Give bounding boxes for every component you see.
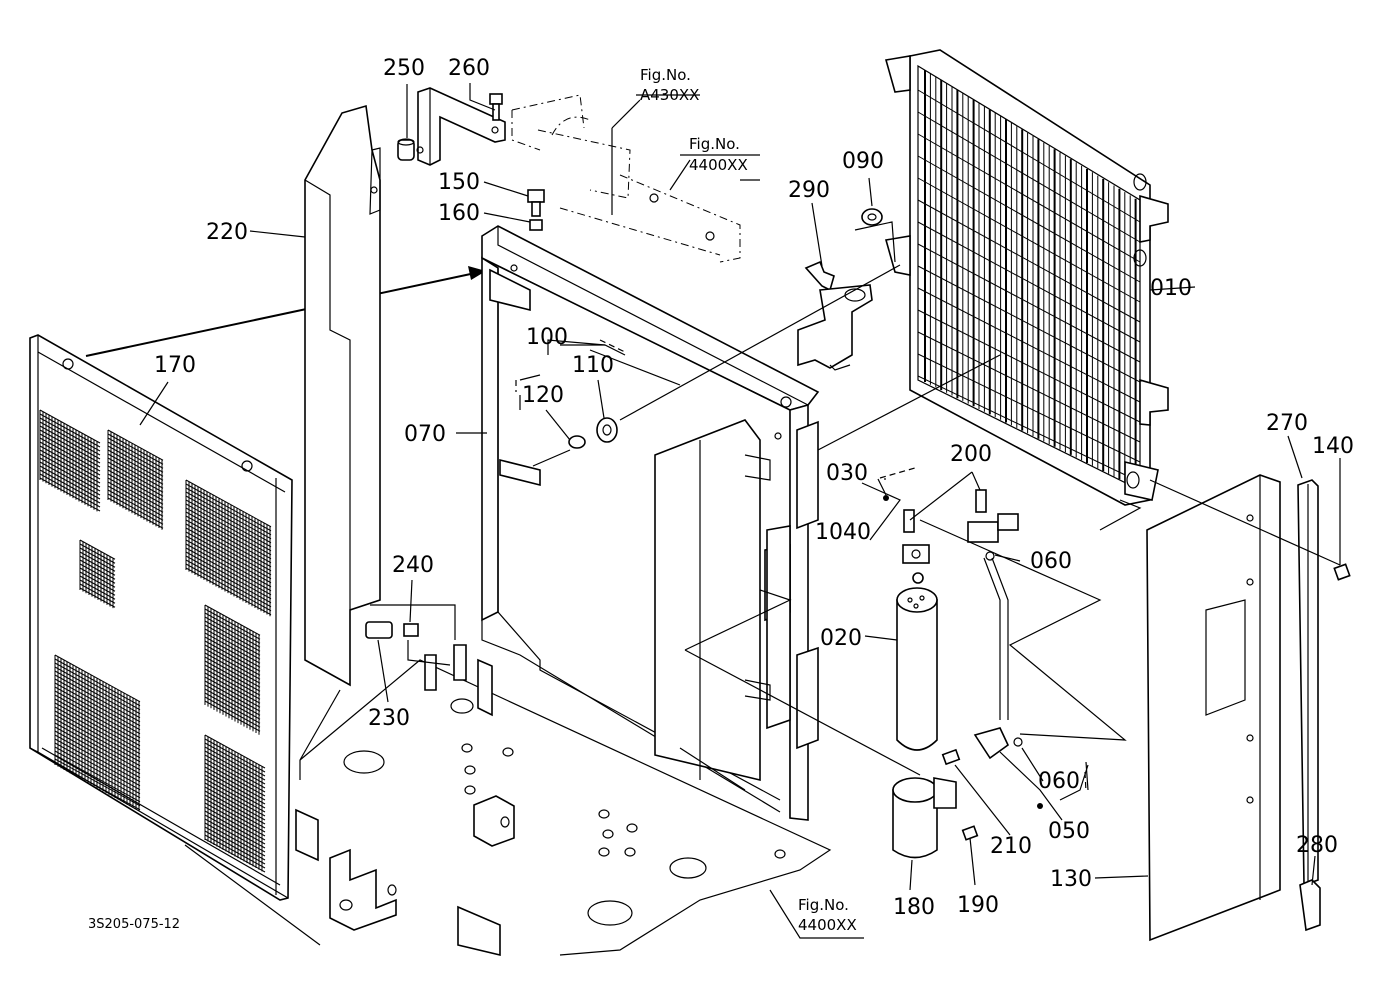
figref-4400xx-top-line1: Fig.No. [689, 135, 740, 153]
label-050: 050 [1048, 819, 1090, 844]
bolt-top [489, 93, 503, 121]
bolt-190 [961, 825, 979, 841]
label-100: 100 [526, 325, 568, 350]
figref-a430xx-line2: A430XX [640, 86, 699, 104]
side-baffle-220 [304, 104, 381, 687]
clamp-180 [892, 777, 957, 859]
bolt-140 [1333, 563, 1351, 581]
label-010: 010 [1150, 276, 1192, 301]
figref-4400xx-top-line2: 4400XX [689, 156, 748, 174]
label-230: 230 [368, 706, 410, 731]
label-110: 110 [572, 353, 614, 378]
frame-070 [481, 225, 820, 821]
mount-bracket [797, 284, 873, 369]
mounting-arrow [85, 271, 481, 357]
seal-270 [1297, 479, 1319, 887]
figref-4400xx-bottom-line1: Fig.No. [798, 896, 849, 914]
wing-bolt-290 [804, 260, 835, 292]
part-labels: 010 020 030 050 060 060 070 090 100 110 … [154, 56, 1354, 920]
pipe-stub [424, 644, 493, 717]
bolt-210 [941, 748, 961, 766]
condenser-fins [917, 70, 1141, 488]
label-140: 140 [1312, 434, 1354, 459]
bracket-260 [416, 87, 506, 166]
grommet-250 [397, 138, 415, 161]
label-090: 090 [842, 149, 884, 174]
leader-lines [139, 83, 1341, 939]
nut-090 [861, 208, 883, 226]
label-240: 240 [392, 553, 434, 578]
label-120: 120 [522, 383, 564, 408]
label-280: 280 [1296, 833, 1338, 858]
fitting-230 [365, 621, 419, 639]
label-160: 160 [438, 201, 480, 226]
label-170: 170 [154, 353, 196, 378]
label-150: 150 [438, 170, 480, 195]
label-020: 020 [820, 626, 862, 651]
fitting-030 [883, 495, 930, 584]
base-plate [184, 659, 832, 957]
label-290: 290 [788, 178, 830, 203]
mesh-pattern [39, 409, 272, 873]
figref-a430xx-line1: Fig.No. [640, 66, 691, 84]
label-210: 210 [990, 834, 1032, 859]
bolt-150 [527, 189, 545, 217]
figref-4400xx-bottom-line2: 4400XX [798, 916, 857, 934]
side-cover-130 [1146, 474, 1281, 942]
figure-references: Fig.No. A430XX Fig.No. 4400XX Fig.No. 44… [640, 66, 857, 934]
condenser-010 [884, 49, 1169, 506]
label-220: 220 [206, 220, 248, 245]
washer-160 [529, 219, 543, 231]
fitting-050 [967, 489, 1043, 809]
label-130: 130 [1050, 867, 1092, 892]
label-270: 270 [1266, 411, 1308, 436]
label-190: 190 [957, 893, 999, 918]
label-030: 030 [826, 461, 868, 486]
screen-panel-170 [29, 334, 293, 901]
seal-280 [1299, 879, 1321, 932]
label-250: 250 [383, 56, 425, 81]
label-1040: 1040 [815, 520, 871, 545]
label-180: 180 [893, 895, 935, 920]
label-060-upper: 060 [1030, 549, 1072, 574]
label-260: 260 [448, 56, 490, 81]
fastener-set-100 [519, 344, 626, 467]
arrow-head-icon [468, 266, 486, 280]
group-brackets [515, 339, 1087, 793]
receiver-drier-020 [896, 587, 938, 751]
label-200: 200 [950, 442, 992, 467]
label-060-lower: 060 [1038, 769, 1080, 794]
drawing-code: 3S205-075-12 [88, 917, 180, 932]
label-070: 070 [404, 422, 446, 447]
reference-parts-top [511, 94, 741, 263]
